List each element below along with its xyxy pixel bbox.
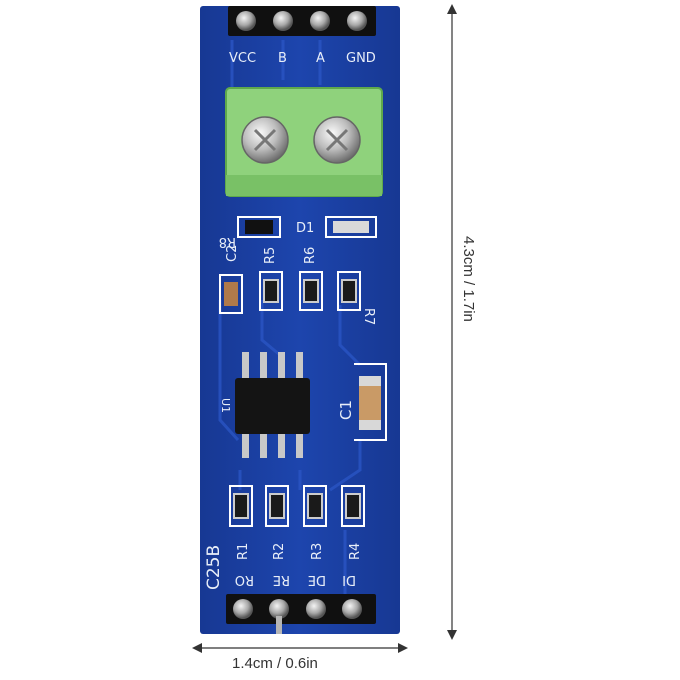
label-ro: RO [235,572,254,587]
resistor-r4 [341,485,365,527]
width-dimension [192,643,408,653]
pin-ro [233,599,253,619]
label-gnd: GND [346,51,376,66]
pcb-traces [218,40,362,600]
label-de: DE [308,572,326,587]
silk-r7: R7 [361,308,376,325]
screw-terminal [225,87,383,197]
width-label: 1.4cm / 0.6in [232,655,318,672]
ic-chip-u1 [235,352,310,458]
height-label: 4.3cm / 1.7in [460,236,477,322]
silk-r3: R3 [310,543,325,560]
label-di: DI [342,572,356,587]
silk-r4: R4 [348,543,363,560]
silk-d1: D1 [296,221,314,236]
capacitor-c1 [354,363,387,441]
pin-b [273,11,293,31]
silk-r2: R2 [272,543,287,560]
silk-r1: R1 [236,543,251,560]
label-vcc: VCC [229,51,256,66]
led-d1 [325,216,377,238]
pin-re [269,599,289,619]
label-a: A [316,51,325,66]
resistor-r6 [299,271,323,311]
silk-c2: C2 [225,245,240,262]
pin-de [306,599,326,619]
resistor-r7 [337,271,361,311]
pin-vcc [236,11,256,31]
silk-u1: U1 [219,398,232,413]
silk-r5: R5 [263,247,278,264]
resistor-r3 [303,485,327,527]
top-pin-header [228,6,376,36]
resistor-r1 [229,485,253,527]
top-header-labels: VCC B A GND [229,51,376,66]
label-re: RE [273,572,290,587]
bottom-header-labels: RO RE DE DI [235,572,356,587]
pin-di [342,599,362,619]
silk-r8: R8 [219,234,236,249]
pin-gnd [347,11,367,31]
resistor-r8 [237,216,281,238]
silk-r6: R6 [303,247,318,264]
silk-model-c25b: C25B [204,545,224,590]
bottom-pin-header [226,594,376,634]
capacitor-c2 [219,274,243,314]
resistor-r5 [259,271,283,311]
resistor-r2 [265,485,289,527]
pin-a [310,11,330,31]
label-b: B [278,51,287,66]
height-dimension [447,4,457,640]
silk-c1: C1 [337,400,355,420]
